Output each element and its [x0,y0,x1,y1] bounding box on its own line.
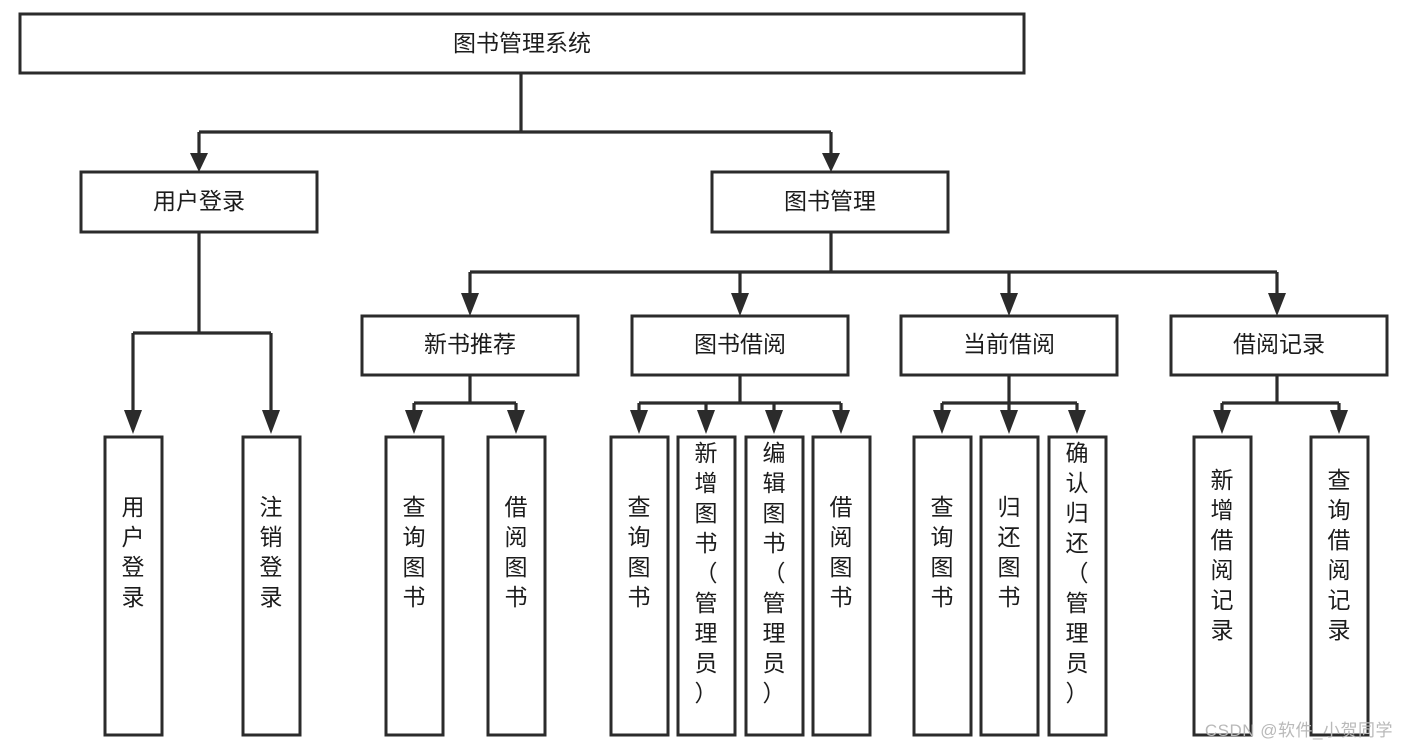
node-root-label: 图书管理系统 [453,30,591,56]
node-leaf-9-label: 查询图书 [931,494,954,610]
node-current-borrow[interactable]: 当前借阅 [899,314,1119,377]
node-leaf-7[interactable]: 编辑图书（管理员） [744,435,805,737]
arrow-to-book-manage [822,153,840,172]
node-user-login-box[interactable] [79,170,319,234]
arrow-to-leaf1 [124,410,142,434]
node-leaf-2[interactable]: 注销登录 [241,435,302,737]
node-leaf-2-label: 注销登录 [260,494,283,610]
node-leaf-8[interactable]: 借阅图书 [811,435,872,737]
arrow-to-leaf8 [832,410,850,434]
node-new-book-rec-box[interactable] [360,314,580,377]
node-book-manage-label: 图书管理 [784,188,876,214]
connector-layer [124,73,1348,434]
node-user-login[interactable]: 用户登录 [79,170,319,234]
node-new-book-rec-label: 新书推荐 [424,331,516,357]
arrow-to-leaf13 [1330,410,1348,434]
arrow-to-leaf6 [697,410,715,434]
node-leaf-11-box[interactable] [1047,435,1108,737]
node-leaf-13-box[interactable] [1309,435,1370,737]
node-leaf-5-label: 查询图书 [628,494,651,610]
arrow-to-current-borrow [1000,293,1018,316]
node-leaf-11[interactable]: 确认归还（管理员） [1047,435,1108,737]
arrow-to-user-login [190,153,208,172]
node-leaf-3-box[interactable] [384,435,445,737]
node-leaf-13-label: 查询借阅记录 [1328,467,1351,643]
node-leaf-7-label: 编辑图书（管理员） [763,440,786,706]
node-leaf-8-box[interactable] [811,435,872,737]
node-leaf-3-label: 查询图书 [403,494,426,610]
node-leaf-5[interactable]: 查询图书 [609,435,670,737]
arrow-to-leaf9 [933,410,951,434]
node-leaf-4[interactable]: 借阅图书 [486,435,547,737]
node-leaf-10-box[interactable] [979,435,1040,737]
node-leaf-6-box[interactable] [676,435,737,737]
arrow-to-leaf4 [507,410,525,434]
arrow-to-book-borrow [731,293,749,316]
node-leaf-1-box[interactable] [103,435,164,737]
node-leaf-12-box[interactable] [1192,435,1253,737]
node-current-borrow-label: 当前借阅 [963,331,1055,357]
node-leaf-4-box[interactable] [486,435,547,737]
node-leaf-13[interactable]: 查询借阅记录 [1309,435,1370,737]
arrow-to-leaf5 [630,410,648,434]
arrow-to-leaf11 [1068,410,1086,434]
node-user-login-label: 用户登录 [153,188,245,214]
node-leaf-11-label: 确认归还（管理员） [1066,440,1089,706]
node-leaf-12-label: 新增借阅记录 [1211,467,1234,643]
node-book-borrow[interactable]: 图书借阅 [630,314,850,377]
node-book-borrow-label: 图书借阅 [694,331,786,357]
arrow-to-leaf3 [405,410,423,434]
node-leaf-9[interactable]: 查询图书 [912,435,973,737]
node-leaf-3[interactable]: 查询图书 [384,435,445,737]
node-leaf-10[interactable]: 归还图书 [979,435,1040,737]
node-leaf-12[interactable]: 新增借阅记录 [1192,435,1253,737]
node-leaf-10-label: 归还图书 [998,494,1021,610]
node-book-manage-box[interactable] [710,170,950,234]
arrow-to-leaf12 [1213,410,1231,434]
node-leaf-9-box[interactable] [912,435,973,737]
node-leaf-6-label: 新增图书（管理员） [695,440,718,706]
node-leaf-2-box[interactable] [241,435,302,737]
node-leaf-1-label: 用户登录 [122,494,145,610]
node-leaf-4-label: 借阅图书 [505,494,528,610]
arrow-to-leaf10 [1000,410,1018,434]
node-new-book-rec[interactable]: 新书推荐 [360,314,580,377]
node-leaf-5-box[interactable] [609,435,670,737]
arrow-to-leaf2 [262,410,280,434]
node-borrow-record-box[interactable] [1169,314,1389,377]
node-book-manage[interactable]: 图书管理 [710,170,950,234]
node-leaf-6[interactable]: 新增图书（管理员） [676,435,737,737]
arrow-to-new-book-rec [461,293,479,316]
node-leaf-8-label: 借阅图书 [830,494,853,610]
node-leaf-1[interactable]: 用户登录 [103,435,164,737]
arrow-to-leaf7 [765,410,783,434]
node-root-box[interactable] [18,12,1026,75]
arrow-to-borrow-record [1268,293,1286,316]
node-leaf-7-box[interactable] [744,435,805,737]
node-borrow-record-label: 借阅记录 [1233,331,1325,357]
node-borrow-record[interactable]: 借阅记录 [1169,314,1389,377]
node-root[interactable]: 图书管理系统 [18,12,1026,75]
csdn-watermark: CSDN @软件_小贺同学 [1204,721,1393,740]
node-current-borrow-box[interactable] [899,314,1119,377]
node-book-borrow-box[interactable] [630,314,850,377]
